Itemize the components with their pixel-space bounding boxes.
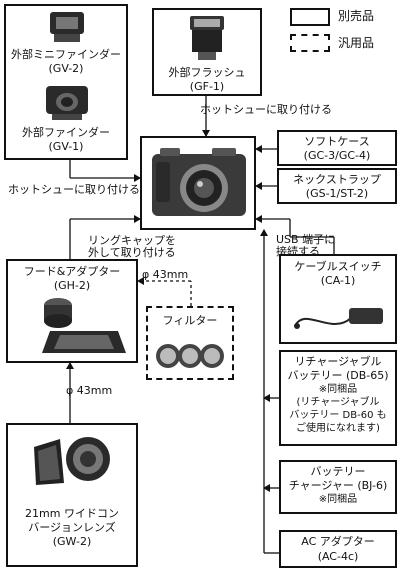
wide-lens-box: 21mm ワイドコン バージョンレンズ (GW-2) (6, 423, 138, 567)
wide-lens-model: (GW-2) (52, 535, 92, 548)
lens-size-label: φ 43mm (66, 384, 113, 397)
mini-finder-icon (50, 12, 84, 42)
charger-line2: チャージャー (BJ-6) (288, 479, 388, 492)
wide-lens-line1: 21mm ワイドコン (25, 507, 119, 520)
filter-icon (156, 344, 224, 368)
charger-box: バッテリー チャージャー (BJ-6) ※同梱品 (279, 460, 397, 514)
strap-name: ネックストラップ (293, 173, 381, 186)
finder-model: (GV-1) (48, 140, 84, 153)
finder-group-box: 外部ミニファインダー (GV-2) 外部ファインダー (GV-1) (4, 4, 128, 160)
camera-icon (152, 148, 246, 216)
finder-name: 外部ファインダー (22, 126, 110, 139)
battery-included: ※同梱品 (318, 384, 358, 395)
battery-line2: バッテリー (DB-65) (287, 369, 389, 382)
filter-size-label: φ 43mm (142, 268, 189, 281)
battery-box: リチャージャブル バッテリー (DB-65) ※同梱品 (リチャージャブル バッ… (279, 350, 397, 446)
battery-note3: ご使用になれます) (296, 423, 380, 434)
flash-icon (190, 16, 224, 60)
ringcap-label-2: 外して取り付ける (88, 246, 176, 259)
acadapter-box: AC アダプター (AC-4c) (279, 530, 397, 568)
filter-name: フィルター (162, 314, 218, 327)
mini-finder-name: 外部ミニファインダー (11, 48, 121, 61)
hood-model: (GH-2) (53, 279, 91, 292)
battery-note2: バッテリー DB-60 も (289, 410, 387, 421)
legend-separate-label: 別売品 (338, 9, 375, 23)
cable-switch-model: (CA-1) (320, 274, 356, 287)
camera-box (140, 136, 256, 230)
finder-icon (46, 86, 88, 120)
flash-model: (GF-1) (189, 80, 225, 93)
hotshoe-left-label: ホットシューに取り付ける (8, 183, 140, 196)
mini-finder-model: (GV-2) (48, 62, 84, 75)
softcase-box: ソフトケース (GC-3/GC-4) (277, 130, 397, 166)
softcase-name: ソフトケース (304, 135, 370, 148)
hotshoe-top-label: ホットシューに取り付ける (200, 103, 332, 116)
usb-label-1: USB 端子に (276, 233, 336, 246)
flash-box: 外部フラッシュ (GF-1) (152, 8, 262, 96)
wide-lens-line2: バージョンレンズ (28, 521, 116, 534)
acadapter-model: (AC-4c) (317, 550, 359, 563)
legend-generic-label: 汎用品 (338, 36, 375, 50)
filter-box: フィルター (146, 306, 234, 380)
hood-name: フード&アダプター (23, 265, 121, 278)
ringcap-label-1: リングキャップを (88, 234, 176, 247)
hood-icon (42, 298, 126, 353)
cable-switch-icon (294, 308, 383, 329)
acadapter-name: AC アダプター (301, 535, 375, 548)
legend-solid-swatch (290, 8, 330, 26)
battery-note1: (リチャージャブル (296, 397, 380, 408)
charger-included: ※同梱品 (318, 494, 358, 505)
flash-name: 外部フラッシュ (168, 66, 246, 79)
wide-lens-icon (34, 437, 110, 485)
cable-switch-box: ケーブルスイッチ (CA-1) (279, 254, 397, 344)
hood-box: フード&アダプター (GH-2) (6, 259, 138, 363)
battery-line1: リチャージャブル (294, 355, 382, 368)
softcase-model: (GC-3/GC-4) (303, 149, 371, 162)
cable-switch-name: ケーブルスイッチ (294, 260, 382, 273)
strap-box: ネックストラップ (GS-1/ST-2) (277, 168, 397, 204)
charger-line1: バッテリー (310, 465, 366, 478)
strap-model: (GS-1/ST-2) (305, 187, 369, 200)
legend-dashed-swatch (290, 34, 330, 52)
